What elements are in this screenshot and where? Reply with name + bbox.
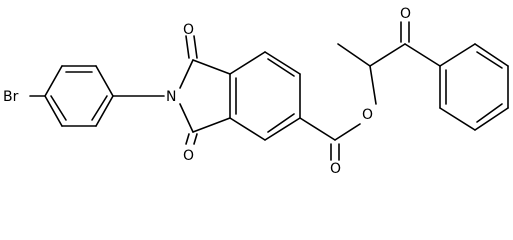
imide-ring <box>179 59 231 133</box>
ch-carbonyl-bond <box>369 43 406 67</box>
imide-carbonyl-top <box>185 35 190 59</box>
imide-oxygen-bottom-label: O <box>183 148 194 164</box>
imide-oxygen-top-label: O <box>183 22 194 38</box>
molecule-drawing: Br N O O O O O <box>3 6 509 177</box>
carbonyl-phenyl-bond <box>404 43 441 67</box>
o-ch-bond <box>369 65 377 105</box>
imide-carbonyl-top-2 <box>193 35 198 59</box>
bromine-label: Br <box>3 89 19 105</box>
fused-benzene-ring <box>229 51 301 141</box>
bromophenyl-ring <box>44 65 114 127</box>
ester-c-o-bridge <box>334 123 361 141</box>
ester-bridge-oxygen-label: O <box>362 107 373 123</box>
nitrogen-label: N <box>166 89 176 105</box>
imide-carbonyl-bottom-2 <box>193 133 198 145</box>
structure-diagram: Br N O O O O O <box>3 6 509 177</box>
ring-carbonyl-bond <box>299 117 336 141</box>
phenyl-ring <box>439 43 509 131</box>
ketone-oxygen-label: O <box>400 6 411 22</box>
imide-carbonyl-bottom <box>185 133 190 145</box>
ester-carbonyl-oxygen-label: O <box>330 161 341 177</box>
methyl-bond <box>337 43 371 67</box>
